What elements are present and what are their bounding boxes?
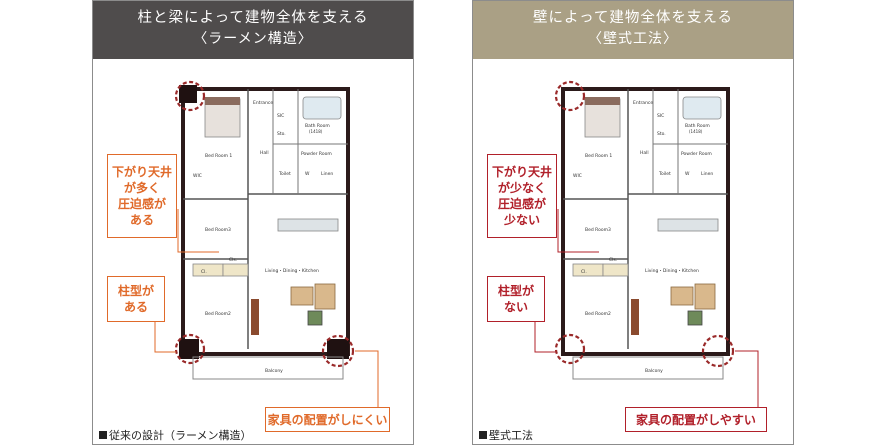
right-callout-ceiling: 下がり天井 が少なく 圧迫感が 少ない: [487, 154, 557, 238]
right-callout-furniture: 家具の配置がしやすい: [625, 407, 767, 432]
r-label-bath-size: (1418): [689, 129, 703, 134]
r-label-toilet: Toilet: [658, 171, 671, 177]
r-label-bath: Bath Room: [685, 123, 710, 129]
left-ceiling-line3: 圧迫感が: [117, 197, 166, 211]
right-column-line2: ない: [503, 300, 528, 314]
label-w: W: [305, 171, 310, 177]
right-caption-text: 壁式工法: [489, 429, 533, 442]
label-powder: Powder Room: [301, 151, 332, 157]
r-label-sic: SIC: [657, 113, 664, 119]
label-bedroom2: Bed Room2: [205, 311, 231, 317]
left-header: 柱と梁によって建物全体を支える 〈ラーメン構造〉: [93, 1, 413, 59]
r-label-balcony: Balcony: [645, 368, 663, 374]
right-header: 壁によって建物全体を支える 〈壁式工法〉: [473, 1, 793, 59]
r-label-bedroom2: Bed Room2: [585, 311, 611, 317]
label-bath-size: (1418): [309, 129, 323, 134]
label-sto: Sto.: [277, 131, 286, 137]
label-bath: Bath Room: [305, 123, 330, 129]
left-column-line1: 柱型が: [117, 284, 154, 298]
label-bedroom1: Bed Room 1: [205, 153, 232, 159]
right-ceiling-line1: 下がり天井: [491, 165, 552, 179]
left-callout-column: 柱型が ある: [107, 276, 165, 322]
r-label-sto: Sto.: [657, 131, 666, 137]
column-top-left: [179, 85, 197, 103]
left-title: 柱と梁によって建物全体を支える: [137, 10, 369, 26]
left-floor-plan: Entrance SIC Bath Room (1418) Sto. Hall …: [154, 80, 379, 412]
column-bottom-right: [327, 339, 349, 359]
right-panel: 壁によって建物全体を支える 〈壁式工法〉 Entrance SIC Bath R…: [472, 0, 794, 445]
label-linen: Linen: [321, 171, 333, 177]
right-ceiling-line2: が少なく: [497, 181, 546, 195]
left-ceiling-line1: 下がり天井: [111, 165, 172, 179]
right-ceiling-line3: 圧迫感が: [497, 197, 546, 211]
right-caption: 壁式工法: [479, 427, 533, 443]
left-callout-ceiling: 下がり天井 が多く 圧迫感が ある: [107, 154, 177, 238]
left-caption-text: 従来の設計（ラーメン構造）: [109, 429, 252, 442]
left-ceiling-line4: ある: [129, 213, 154, 227]
label-entrance: Entrance: [253, 100, 273, 106]
caption-square-icon: [479, 431, 487, 439]
r-label-hall: Hall: [640, 150, 649, 156]
left-subtitle: 〈ラーメン構造〉: [193, 31, 313, 47]
r-label-wic: WIC: [573, 173, 582, 179]
r-label-powder: Powder Room: [681, 151, 712, 157]
r-label-bedroom3: Bed Room3: [585, 227, 611, 233]
r-label-ldk: Living・Dining・Kitchen: [645, 268, 699, 274]
left-panel: 柱と梁によって建物全体を支える 〈ラーメン構造〉: [92, 0, 414, 445]
left-furniture-text: 家具の配置がしにくい: [267, 412, 388, 427]
r-label-w: W: [685, 171, 690, 177]
right-ceiling-line4: 少ない: [503, 213, 540, 227]
right-subtitle: 〈壁式工法〉: [588, 31, 678, 47]
left-column-line2: ある: [123, 300, 148, 314]
right-floor-plan: Entrance SIC Bath Room (1418) Sto. Hall …: [534, 80, 759, 412]
left-callout-furniture: 家具の配置がしにくい: [265, 407, 390, 432]
column-bottom-left: [179, 339, 199, 359]
r-label-bedroom1: Bed Room 1: [585, 153, 612, 159]
label-balcony: Balcony: [265, 368, 283, 374]
label-wic: WIC: [193, 173, 202, 179]
label-bedroom3: Bed Room3: [205, 227, 231, 233]
r-label-cls: Cls.: [609, 257, 617, 263]
right-column-line1: 柱型が: [497, 284, 534, 298]
label-cls: Cls.: [229, 257, 237, 263]
r-label-entrance: Entrance: [633, 100, 653, 106]
label-sic: SIC: [277, 113, 284, 119]
right-callout-column: 柱型が ない: [487, 276, 545, 322]
left-caption: 従来の設計（ラーメン構造）: [99, 427, 252, 443]
right-title: 壁によって建物全体を支える: [533, 10, 733, 26]
r-label-cl: Cl.: [581, 269, 587, 275]
caption-square-icon: [99, 431, 107, 439]
left-ceiling-line2: が多く: [123, 181, 160, 195]
label-hall: Hall: [260, 150, 269, 156]
label-ldk: Living・Dining・Kitchen: [265, 268, 319, 274]
right-furniture-text: 家具の配置がしやすい: [636, 412, 756, 427]
label-toilet: Toilet: [278, 171, 291, 177]
r-label-linen: Linen: [701, 171, 713, 177]
label-cl: Cl.: [201, 269, 207, 275]
